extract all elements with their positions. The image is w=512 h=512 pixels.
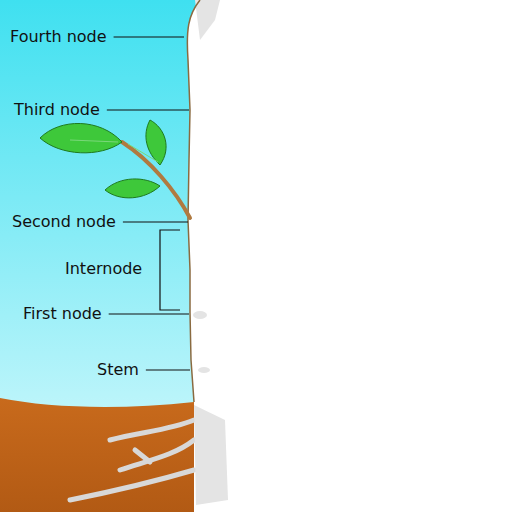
soil bbox=[0, 398, 194, 512]
stem-blur bbox=[193, 0, 228, 505]
sky-background bbox=[0, 0, 200, 512]
leader-line bbox=[146, 369, 190, 370]
leader-lines bbox=[107, 37, 190, 370]
leaves bbox=[40, 120, 166, 198]
part-label: Fourth node bbox=[10, 28, 107, 46]
internode-label: Internode bbox=[65, 260, 142, 278]
part-label: First node bbox=[23, 305, 102, 323]
leader-line bbox=[123, 221, 188, 222]
internode-bracket bbox=[160, 230, 180, 310]
part-label: Stem bbox=[97, 361, 139, 379]
leader-line bbox=[114, 36, 184, 37]
part-label: Second node bbox=[12, 213, 116, 231]
leaf-veins bbox=[70, 140, 158, 162]
leader-line bbox=[109, 313, 189, 314]
part-label: Third node bbox=[14, 101, 100, 119]
leader-line bbox=[107, 109, 189, 110]
stem bbox=[187, 0, 200, 402]
roots bbox=[70, 420, 194, 500]
